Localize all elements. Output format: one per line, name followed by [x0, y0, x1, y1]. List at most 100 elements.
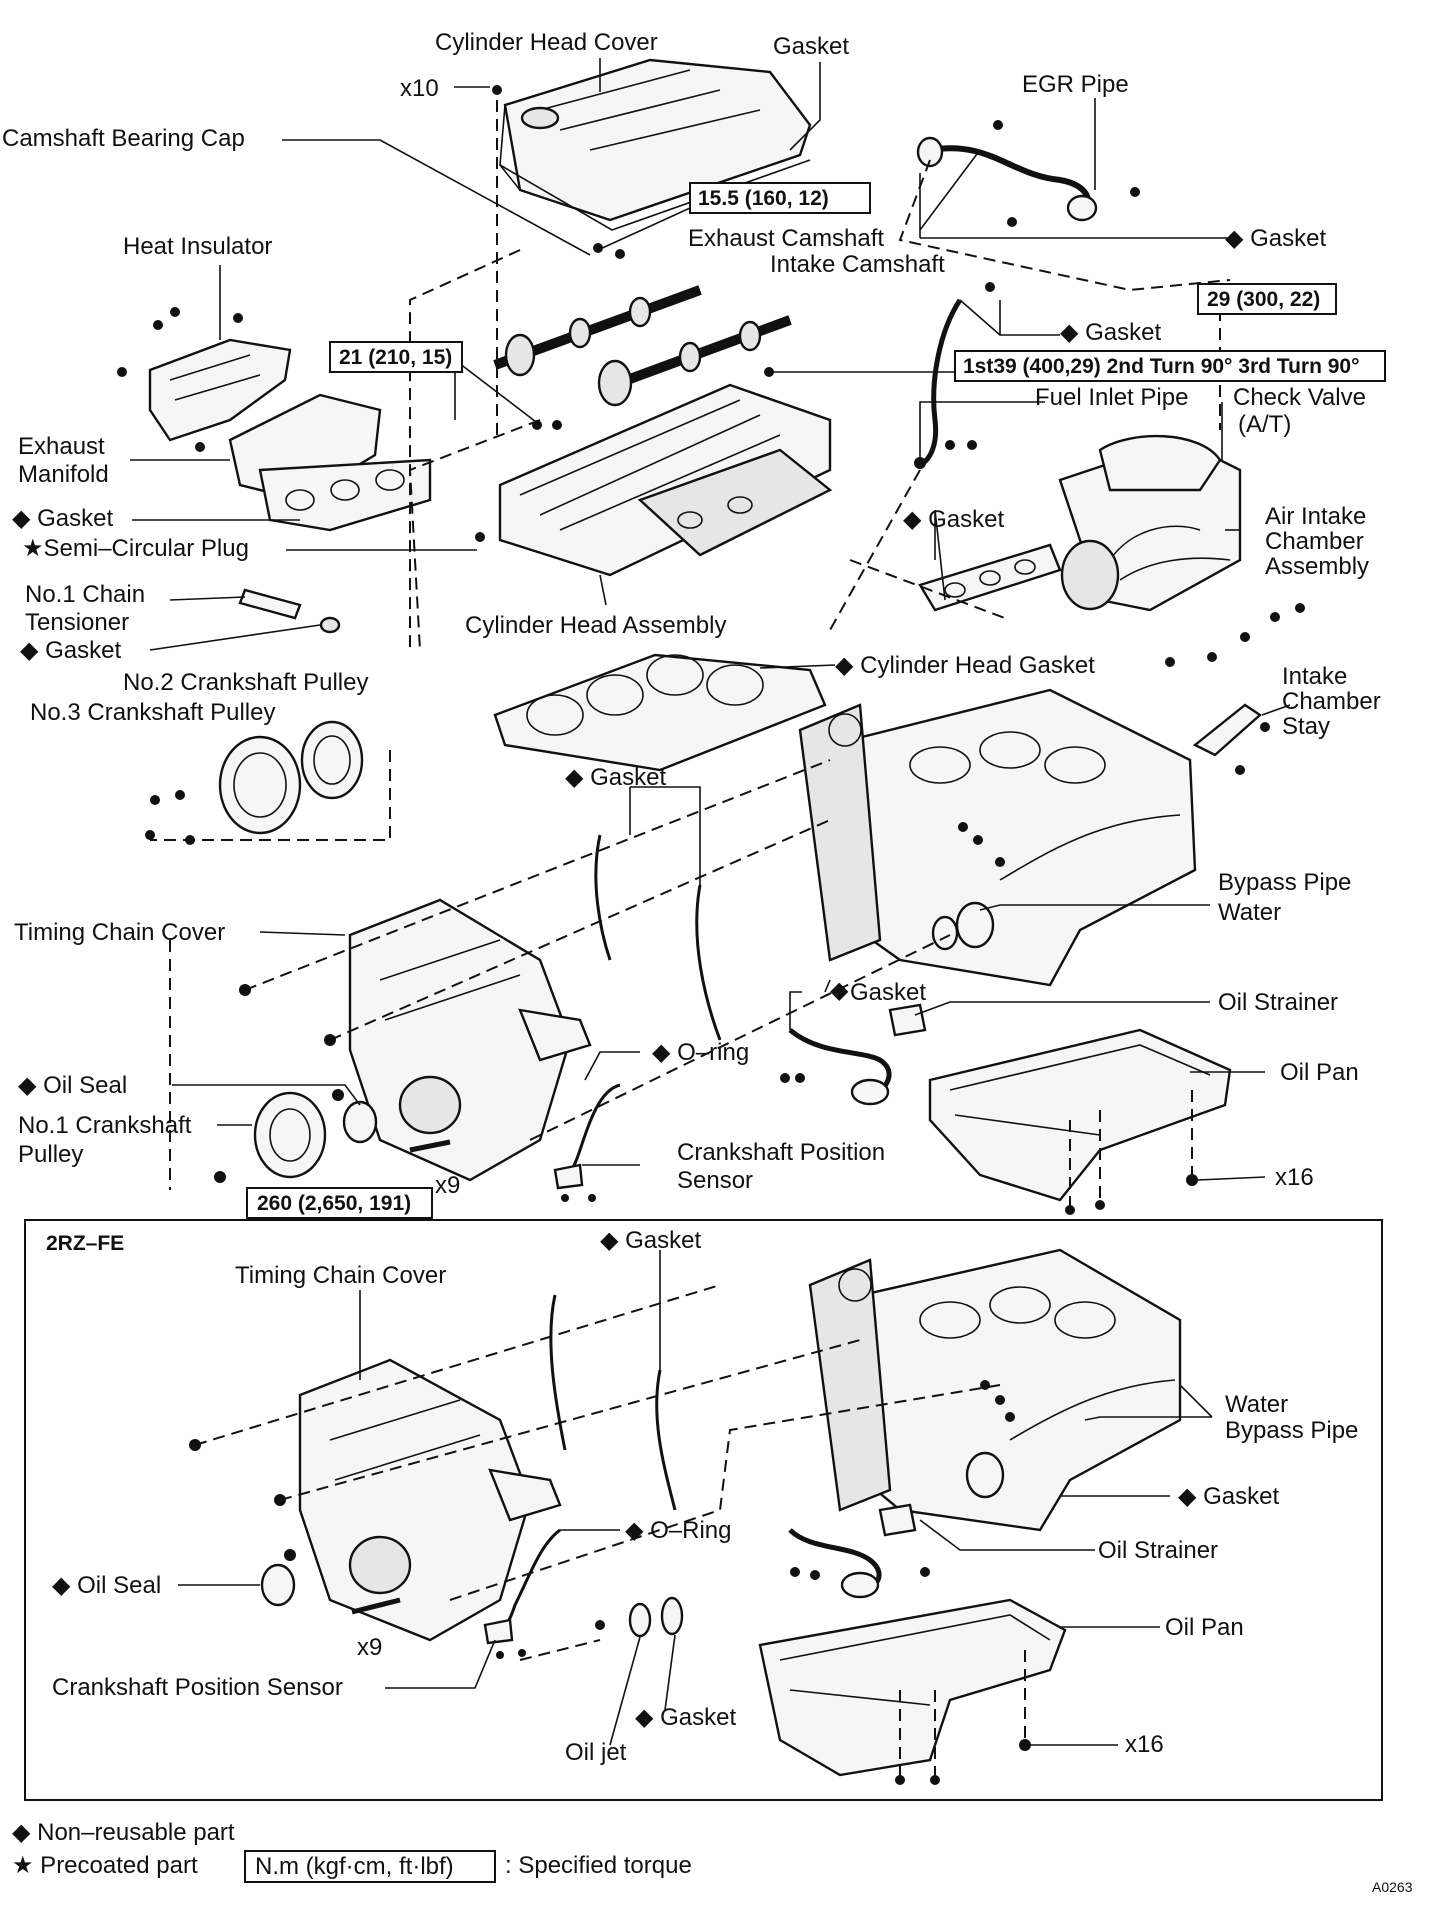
label-gasket-egr: ◆ Gasket [1225, 225, 1326, 252]
label-gasket-exhaust: ◆ Gasket [12, 505, 113, 532]
label-x9: x9 [435, 1172, 460, 1199]
label-oil-pan: Oil Pan [1280, 1059, 1359, 1086]
label-torque-15-5: 15.5 (160, 12) [698, 187, 829, 210]
cylinder-head-assembly-drawing [498, 367, 833, 577]
legend-torque-units: N.m (kgf·cm, ft·lbf) [255, 1853, 454, 1880]
inset-title: 2RZ–FE [46, 1232, 124, 1255]
label-check-valve-at: (A/T) [1238, 411, 1291, 438]
exhaust-manifold-drawing [195, 393, 432, 532]
label-gasket-head-cover: Gasket [773, 33, 849, 60]
legend-non-reusable: ◆ Non–reusable part [12, 1819, 235, 1846]
inset-frame [24, 1219, 1383, 1801]
label-torque-29: 29 (300, 22) [1207, 288, 1320, 311]
label-intake-stay-1: Intake [1282, 663, 1347, 690]
inset-label-water-bypass-1: Water [1225, 1391, 1288, 1418]
leader-lines [130, 58, 1291, 1746]
inset-label-gasket-top: ◆ Gasket [600, 1227, 701, 1254]
inset-oil-jet-drawing [595, 1596, 684, 1638]
oil-strainer-drawing [780, 1003, 927, 1106]
torque-box-29 [1197, 283, 1337, 315]
inset-label-timing-chain-cover: Timing Chain Cover [235, 1262, 446, 1289]
torque-box-21 [329, 341, 463, 373]
inset-label-o-ring: ◆ O–Ring [625, 1517, 732, 1544]
label-intake-stay-2: Chamber [1282, 688, 1381, 715]
label-air-intake-2: Chamber [1265, 528, 1364, 555]
inset-engine-block-drawing [808, 1248, 1182, 1532]
torque-box-fuel-turns [954, 350, 1386, 382]
label-intake-camshaft: Intake Camshaft [770, 251, 945, 278]
label-torque-260: 260 (2,650, 191) [257, 1192, 411, 1215]
inset-timing-gaskets-drawing [549, 1294, 677, 1511]
label-bypass-1: Bypass Pipe [1218, 869, 1351, 896]
label-gasket-tensioner: ◆ Gasket [20, 637, 121, 664]
inset-label-oil-jet: Oil jet [565, 1739, 627, 1766]
label-heat-insulator: Heat Insulator [123, 233, 272, 260]
oil-seal-no1-pulley-drawing [214, 1091, 451, 1183]
figure-code: A0263 [1372, 1879, 1413, 1895]
legend-specified-torque: : Specified torque [505, 1852, 692, 1879]
inset-label-oil-seal: ◆ Oil Seal [52, 1572, 161, 1599]
legend: ◆ Non–reusable part ★ Precoated part N.m… [12, 1819, 1413, 1895]
label-cylinder-head-assembly: Cylinder Head Assembly [465, 612, 726, 639]
label-timing-chain-cover: Timing Chain Cover [14, 919, 225, 946]
oil-pan-drawing [928, 1028, 1232, 1215]
torque-boxes [246, 182, 1386, 1219]
label-air-intake-1: Air Intake [1265, 503, 1366, 530]
inset-label-oil-pan: Oil Pan [1165, 1614, 1244, 1641]
inset-crank-sensor-drawing [483, 1528, 561, 1659]
crankshaft-pulleys-drawing [145, 720, 364, 845]
label-no3-pulley: No.3 Crankshaft Pulley [30, 699, 275, 726]
label-diamond-strainer: ◆ [830, 977, 849, 1004]
legend-precoated: ★ Precoated part [12, 1852, 198, 1879]
torque-box-15-5 [689, 182, 871, 214]
inset-2rz-fe: 2RZ–FE ◆ Gasket Timing Chain Cover Water… [24, 1219, 1383, 1801]
label-chain-tensioner-1: No.1 Chain [25, 581, 145, 608]
inset-oil-seal-drawing [260, 1563, 401, 1615]
label-gasket-fuel: ◆ Gasket [1060, 319, 1161, 346]
inset-label-gasket-right: ◆ Gasket [1178, 1483, 1279, 1510]
inset-label-gasket-bottom: ◆ Gasket [635, 1704, 736, 1731]
camshafts-drawing [493, 243, 792, 407]
label-crank-sensor-2: Sensor [677, 1167, 753, 1194]
label-oil-seal: ◆ Oil Seal [18, 1072, 127, 1099]
assembly-dashed-lines [150, 100, 1231, 1780]
label-no1-pulley-1: No.1 Crankshaft [18, 1112, 192, 1139]
heat-insulator-drawing [117, 307, 292, 442]
parts-illustrations [117, 58, 1305, 1785]
intake-gasket-drawing [918, 543, 1062, 612]
label-egr-pipe: EGR Pipe [1022, 71, 1129, 98]
label-gasket-timing: ◆ Gasket [565, 764, 666, 791]
label-x10: x10 [400, 75, 439, 102]
inset-timing-chain-cover-drawing [189, 1358, 562, 1642]
label-no1-pulley-2: Pulley [18, 1141, 83, 1168]
inset-label-x16: x16 [1125, 1731, 1164, 1758]
label-bypass-2: Water [1218, 899, 1281, 926]
chain-tensioner-drawing [238, 532, 485, 634]
inset-label-oil-strainer: Oil Strainer [1098, 1537, 1218, 1564]
legend-torque-box [244, 1850, 496, 1883]
label-semi-circular-plug: ★Semi–Circular Plug [22, 535, 249, 562]
upper-labels: Cylinder Head Cover Gasket x10 EGR Pipe … [2, 29, 1381, 1215]
engine-block-drawing [798, 688, 1197, 987]
label-camshaft-bearing-cap: Camshaft Bearing Cap [2, 125, 245, 152]
label-oil-strainer: Oil Strainer [1218, 989, 1338, 1016]
inset-label-water-bypass-2: Bypass Pipe [1225, 1417, 1358, 1444]
air-intake-chamber-drawing [1058, 434, 1305, 667]
label-o-ring: ◆ O–ring [652, 1039, 749, 1066]
label-no2-pulley: No.2 Crankshaft Pulley [123, 669, 368, 696]
inset-oil-strainer-drawing [788, 1503, 930, 1599]
label-torque-21: 21 (210, 15) [339, 346, 452, 369]
label-gasket-strainer: Gasket [850, 979, 926, 1006]
label-chain-tensioner-2: Tensioner [25, 609, 129, 636]
label-check-valve: Check Valve [1233, 384, 1366, 411]
label-exhaust-manifold-2: Manifold [18, 461, 109, 488]
label-exhaust-manifold-1: Exhaust [18, 433, 105, 460]
torque-box-260 [246, 1187, 433, 1219]
timing-chain-cover-drawing [239, 898, 592, 1182]
label-exhaust-camshaft: Exhaust Camshaft [688, 225, 884, 252]
inset-oil-pan-drawing [758, 1598, 1067, 1785]
label-torque-fuel-turns: 1st39 (400,29) 2nd Turn 90° 3rd Turn 90° [963, 355, 1360, 378]
inset-label-crank-sensor: Crankshaft Position Sensor [52, 1674, 343, 1701]
